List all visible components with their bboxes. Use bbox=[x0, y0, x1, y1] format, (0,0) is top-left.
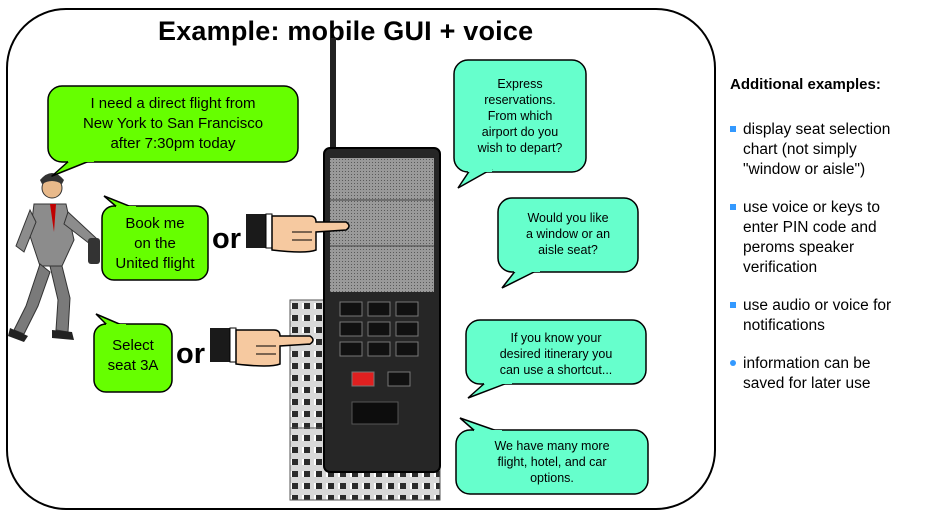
system-bubble-line: aisle seat? bbox=[538, 243, 598, 257]
sidebar-item-line: use voice or keys to bbox=[743, 199, 880, 216]
book-bubble-line: on the bbox=[134, 235, 176, 252]
page-title: Example: mobile GUI + voice bbox=[158, 16, 534, 46]
user-bubble-line: I need a direct flight from bbox=[90, 95, 256, 112]
system-bubble-line: reservations. bbox=[484, 93, 556, 107]
phone-key bbox=[339, 321, 363, 337]
system-bubble-line: wish to depart? bbox=[477, 141, 563, 155]
book-bubble-line: Book me bbox=[125, 215, 185, 232]
sidebar-item-line: use audio or voice for bbox=[743, 297, 892, 314]
sidebar-item-line: notifications bbox=[743, 317, 825, 334]
phone-key bbox=[395, 341, 419, 357]
pointing-hand-icon bbox=[210, 327, 314, 367]
phone-key bbox=[367, 321, 391, 337]
sidebar-item-line: peroms speaker bbox=[743, 239, 855, 256]
sidebar-item-line: information can be bbox=[743, 355, 871, 372]
book-bubble: Book me on the United flight bbox=[104, 214, 206, 274]
system-bubble-shape-4 bbox=[455, 417, 649, 495]
or-label: or bbox=[212, 223, 241, 255]
select-bubble: Select seat 3A bbox=[96, 336, 170, 376]
phone-keypad bbox=[339, 301, 419, 387]
sidebar-list-item: use audio or voice for notifications bbox=[730, 296, 935, 336]
system-bubble-line: flight, hotel, and car bbox=[497, 455, 607, 469]
businessman-illustration bbox=[8, 173, 100, 342]
system-bubble-line: desired itinerary you bbox=[499, 347, 613, 361]
sidebar-list-item: information can be saved for later use bbox=[730, 354, 935, 394]
system-bubble-line: Would you like bbox=[527, 211, 609, 225]
book-bubble-shape bbox=[101, 195, 209, 281]
phone-key bbox=[367, 341, 391, 357]
user-bubble: I need a direct flight from New York to … bbox=[50, 94, 296, 154]
sidebar-list-item: use voice or keys to enter PIN code and … bbox=[730, 198, 935, 278]
system-bubble-line: a window or an bbox=[525, 227, 611, 241]
sidebar-item-line: "window or aisle") bbox=[743, 161, 866, 178]
sidebar-item-line: enter PIN code and bbox=[743, 219, 877, 236]
mobile-phone-illustration bbox=[323, 38, 441, 473]
sidebar-list: display seat selection chart (not simply… bbox=[730, 120, 935, 412]
system-bubble-3: If you know your desired itinerary you c… bbox=[468, 330, 644, 378]
sidebar-item-line: display seat selection bbox=[743, 121, 891, 138]
sidebar-heading: Additional examples: bbox=[730, 76, 881, 93]
sidebar-list-item: display seat selection chart (not simply… bbox=[730, 120, 935, 180]
phone-key bbox=[387, 371, 411, 387]
system-bubble-line: options. bbox=[530, 471, 574, 485]
phone-key bbox=[339, 341, 363, 357]
system-bubble-line: From which bbox=[487, 109, 553, 123]
bullet-icon bbox=[730, 360, 736, 366]
system-bubble-line: Express bbox=[497, 77, 543, 91]
user-bubble-line: after 7:30pm today bbox=[110, 135, 236, 152]
user-bubble-shape bbox=[47, 85, 299, 177]
or-label: or bbox=[176, 338, 205, 370]
book-bubble-line: United flight bbox=[115, 255, 195, 272]
system-bubble-line: We have many more bbox=[494, 439, 610, 453]
bullet-icon bbox=[730, 204, 736, 210]
phone-key bbox=[339, 301, 363, 317]
system-bubble-2: Would you like a window or an aisle seat… bbox=[500, 210, 636, 258]
select-bubble-line: seat 3A bbox=[107, 357, 159, 374]
phone-key bbox=[367, 301, 391, 317]
user-bubble-line: New York to San Francisco bbox=[82, 115, 264, 132]
phone-key-red bbox=[351, 371, 375, 387]
sidebar-item-line: verification bbox=[743, 259, 818, 276]
system-bubble-line: airport do you bbox=[481, 125, 559, 139]
pointing-hand-icon bbox=[246, 213, 350, 253]
system-bubble-4: We have many more flight, hotel, and car… bbox=[458, 438, 646, 486]
sidebar-item-line: saved for later use bbox=[743, 375, 871, 392]
system-bubble-line: can use a shortcut... bbox=[499, 363, 613, 377]
phone-key bbox=[395, 301, 419, 317]
select-bubble-shape bbox=[93, 313, 173, 393]
bullet-icon bbox=[730, 302, 736, 308]
phone-key bbox=[395, 321, 419, 337]
system-bubble-shape-2 bbox=[497, 197, 639, 289]
system-bubble-1: Express reservations. From which airport… bbox=[456, 76, 584, 156]
system-bubble-shape-1 bbox=[453, 59, 587, 189]
system-bubble-line: If you know your bbox=[510, 331, 602, 345]
select-bubble-line: Select bbox=[112, 337, 154, 354]
bullet-icon bbox=[730, 126, 736, 132]
sidebar-item-line: chart (not simply bbox=[743, 141, 857, 158]
system-bubble-shape-3 bbox=[465, 319, 647, 399]
